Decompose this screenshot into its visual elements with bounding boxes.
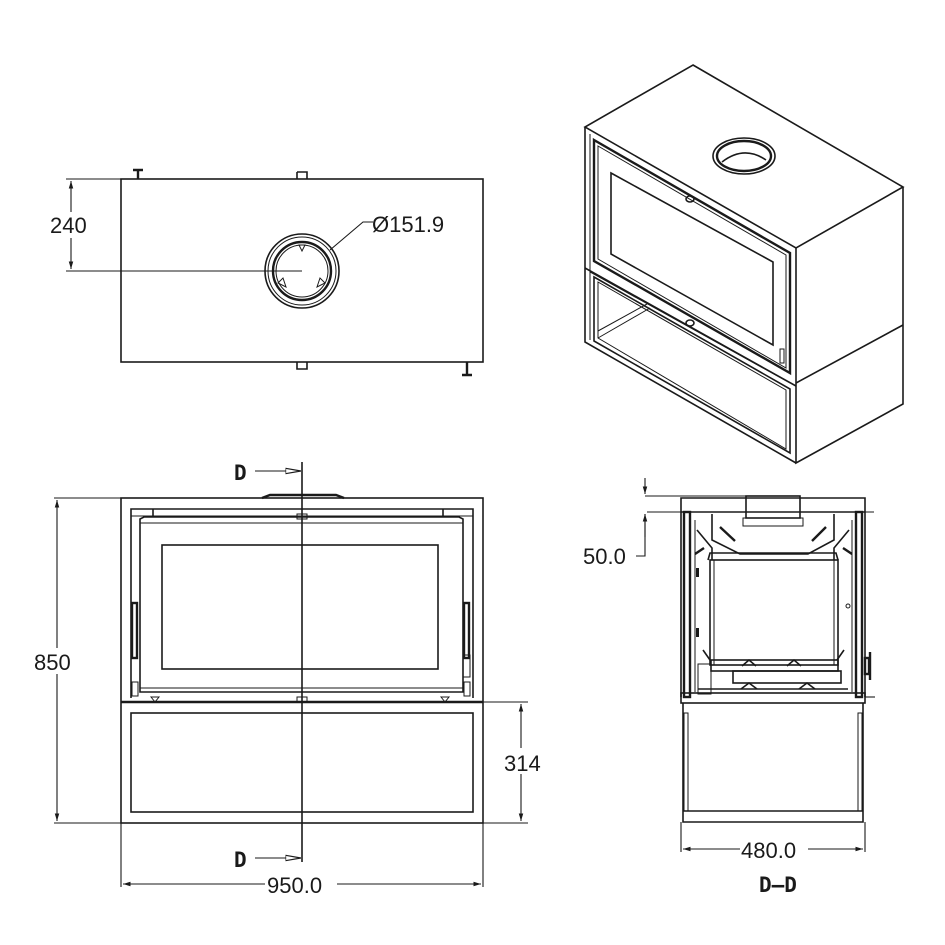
section-flue [745,495,801,519]
iso-top-face [583,64,905,249]
dimension-diameter: Ø151.9 [329,212,444,251]
front-door [139,516,464,693]
dimension-850: 850 [33,497,121,824]
dimension-50: 50.0 [583,478,746,569]
section-view: 50.0 480.0 D–D [583,478,875,897]
dimension-480: 480.0 [680,822,866,863]
section-marker-top: D [234,461,247,485]
iso-right-face [795,187,904,465]
dim-label-50: 50.0 [583,544,626,569]
front-door-glass [161,544,439,670]
iso-front-face [584,127,797,464]
iso-door [592,137,792,376]
iso-door-glass [610,171,774,347]
dim-label-850: 850 [34,650,71,675]
iso-base-frame [593,275,791,455]
front-view: D D 850 314 950.0 [33,461,549,898]
section-firebox [709,559,839,666]
dim-label-314: 314 [504,751,541,776]
dimension-240: 240 [48,178,302,272]
top-view-feet [133,168,472,377]
top-view: 240 Ø151.9 [48,168,484,377]
iso-flue-collar [712,137,776,175]
dim-label-950: 950.0 [267,873,322,898]
dim-label-240: 240 [50,213,87,238]
section-title: D–D [759,873,797,897]
dimension-950: 950.0 [120,823,484,898]
dim-label-480: 480.0 [741,838,796,863]
dim-label-diameter: Ø151.9 [372,212,444,237]
dimension-314: 314 [483,701,549,824]
section-marker-bottom: D [234,848,247,872]
isometric-view [583,64,905,465]
